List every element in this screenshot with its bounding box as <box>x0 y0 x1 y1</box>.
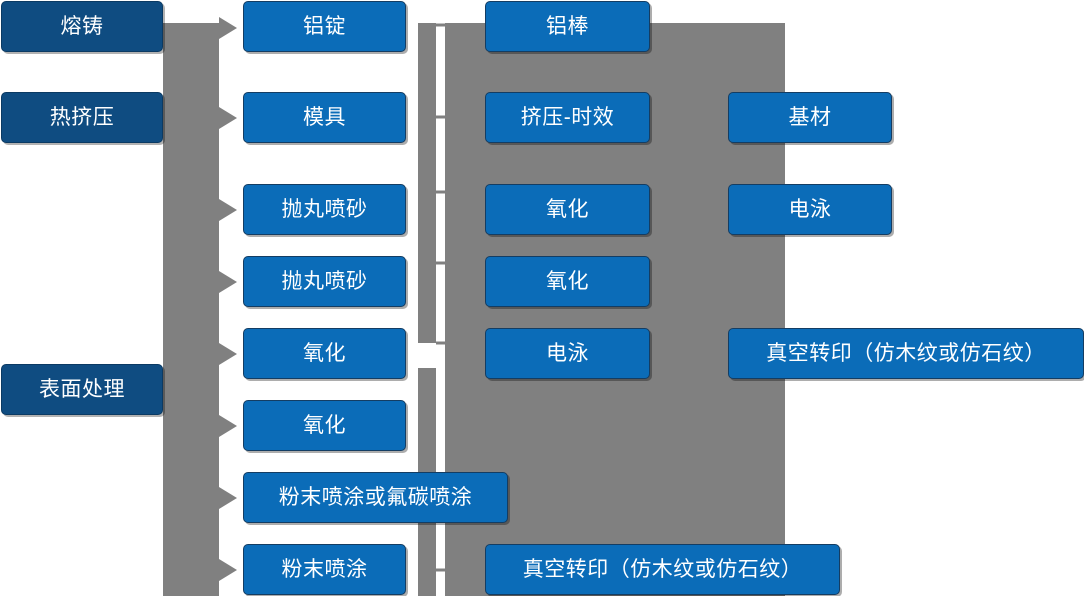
stage-node-label: 熔铸 <box>60 14 104 38</box>
substep-node-label: 抛丸喷砂 <box>281 269 368 293</box>
process-node-vacuum-transfer-printing[interactable]: 真空转印（仿木纹或仿石纹） <box>485 544 840 595</box>
process-node-aluminum-bar[interactable]: 铝棒 <box>485 1 650 52</box>
substep-node-shot-blasting-1[interactable]: 抛丸喷砂 <box>243 184 406 235</box>
surface-treat-elbow <box>163 388 183 415</box>
substep-node-oxidation-2[interactable]: 氧化 <box>243 400 406 451</box>
substep-node-powder-or-fluorocarbon-coating[interactable]: 粉末喷涂或氟碳喷涂 <box>243 472 508 523</box>
process-node-label: 挤压-时效 <box>520 105 615 129</box>
stage-node-surface-treatment[interactable]: 表面处理 <box>1 364 163 415</box>
substep-node-label: 抛丸喷砂 <box>281 197 368 221</box>
stage-node-label: 热挤压 <box>49 105 115 129</box>
process-node-extrusion-aging[interactable]: 挤压-时效 <box>485 92 650 143</box>
stage-stubs <box>163 24 180 392</box>
product-node-electrophoresis[interactable]: 电泳 <box>728 184 892 235</box>
left-fanout-trunk <box>163 23 219 596</box>
stage-node-melting[interactable]: 熔铸 <box>1 1 163 52</box>
process-node-label: 真空转印（仿木纹或仿石纹） <box>522 557 803 581</box>
process-node-label: 电泳 <box>546 341 589 365</box>
process-node-oxidation-1[interactable]: 氧化 <box>485 184 650 235</box>
product-arrows <box>700 111 726 361</box>
product-node-label: 电泳 <box>788 197 832 221</box>
substep-node-oxidation-1[interactable]: 氧化 <box>243 328 406 379</box>
left-fanout-arrows <box>219 17 237 581</box>
middle-rail-left-bar <box>418 23 436 343</box>
product-node-vacuum-transfer-printing[interactable]: 真空转印（仿木纹或仿石纹） <box>728 328 1084 379</box>
process-node-electrophoresis[interactable]: 电泳 <box>485 328 650 379</box>
substep-node-label: 粉末喷涂 <box>281 557 368 581</box>
substep-node-aluminum-ingot[interactable]: 铝锭 <box>243 1 406 52</box>
left-fanout-body <box>163 23 219 596</box>
product-node-substrate[interactable]: 基材 <box>728 92 892 143</box>
substep-node-label: 铝锭 <box>303 14 346 38</box>
substep-node-powder-coating[interactable]: 粉末喷涂 <box>243 544 406 595</box>
process-node-label: 铝棒 <box>546 14 589 38</box>
process-node-label: 氧化 <box>546 269 589 293</box>
process-node-label: 氧化 <box>546 197 589 221</box>
substep-node-label: 粉末喷涂或氟碳喷涂 <box>278 485 473 509</box>
substep-node-label: 模具 <box>303 105 346 129</box>
substep-node-shot-blasting-2[interactable]: 抛丸喷砂 <box>243 256 406 307</box>
substep-node-label: 氧化 <box>303 413 346 437</box>
stage-node-label: 表面处理 <box>39 377 125 401</box>
stage-node-hot-extrusion[interactable]: 热挤压 <box>1 92 163 143</box>
process-node-oxidation-2[interactable]: 氧化 <box>485 256 650 307</box>
product-node-label: 基材 <box>788 105 832 129</box>
substep-node-mold[interactable]: 模具 <box>243 92 406 143</box>
substep-node-label: 氧化 <box>303 341 346 365</box>
product-node-label: 真空转印（仿木纹或仿石纹） <box>766 341 1046 365</box>
